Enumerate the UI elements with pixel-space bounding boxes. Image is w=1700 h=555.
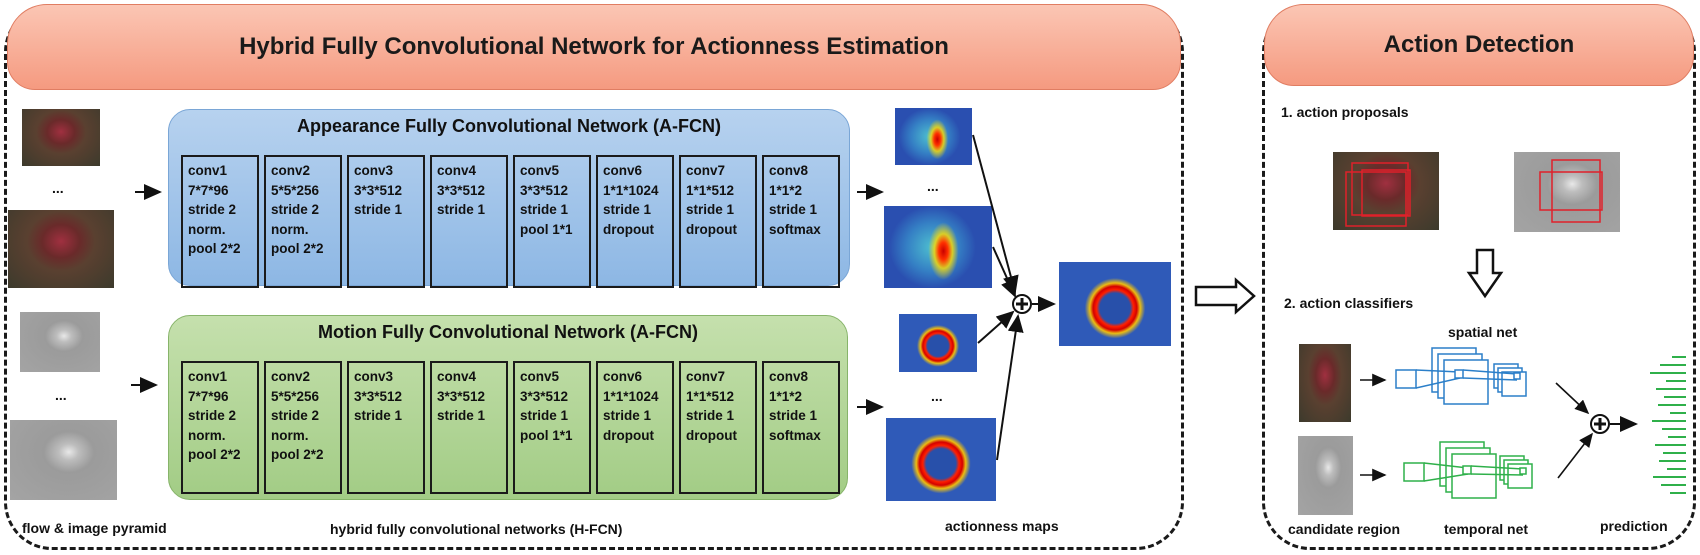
action-detection-title: Action Detection xyxy=(1383,31,1575,58)
prediction-bar xyxy=(1667,468,1686,470)
motion-map-small xyxy=(899,314,977,372)
prediction-bar xyxy=(1670,412,1686,414)
fused-actionness-map xyxy=(1059,262,1171,346)
prediction-bar xyxy=(1662,428,1686,430)
prediction-bar xyxy=(1664,396,1686,398)
action-detection-banner: Action Detection xyxy=(1264,4,1694,86)
m-conv8: conv8 1*1*2 stride 1 softmax xyxy=(762,361,840,494)
appearance-map-large xyxy=(884,206,992,288)
hfcn-title-banner: Hybrid Fully Convolutional Network for A… xyxy=(7,4,1181,90)
a-conv6: conv6 1*1*1024 stride 1 dropout xyxy=(596,155,674,288)
prediction-bar xyxy=(1650,372,1686,374)
a-conv2: conv2 5*5*256 stride 2 norm. pool 2*2 xyxy=(264,155,342,288)
mot-map-ellipsis: ... xyxy=(931,388,943,404)
prediction-bar xyxy=(1653,476,1686,478)
m-conv3: conv3 3*3*512 stride 1 xyxy=(347,361,425,494)
candidate-region-label: candidate region xyxy=(1288,521,1401,537)
appearance-fcn-title: Appearance Fully Convolutional Network (… xyxy=(296,116,722,136)
appearance-fcn: Appearance Fully Convolutional Network (… xyxy=(168,109,850,288)
arrow-map3-fusion xyxy=(977,310,1015,344)
flow-ellipsis: ... xyxy=(55,387,67,403)
prediction-bar xyxy=(1663,452,1686,454)
candidate-flow xyxy=(1298,436,1353,515)
motion-fcn-title: Motion Fully Convolutional Network (A-FC… xyxy=(318,322,698,342)
rgb-frame-small xyxy=(22,109,100,166)
flow-frame-large xyxy=(10,420,117,500)
prediction-bar xyxy=(1660,364,1686,366)
plus-circle-icon xyxy=(1012,294,1032,314)
m-conv2: conv2 5*5*256 stride 2 norm. pool 2*2 xyxy=(264,361,342,494)
m-conv1: conv1 7*7*96 stride 2 norm. pool 2*2 xyxy=(181,361,259,494)
m-conv7: conv7 1*1*512 stride 1 dropout xyxy=(679,361,757,494)
motion-fcn: Motion Fully Convolutional Network (A-FC… xyxy=(168,315,848,500)
prediction-label: prediction xyxy=(1600,518,1668,534)
m-conv4: conv4 3*3*512 stride 1 xyxy=(430,361,508,494)
temporal-net-label: temporal net xyxy=(1444,521,1529,537)
prediction-bar xyxy=(1659,460,1686,462)
hollow-down-arrow-icon xyxy=(1466,248,1504,299)
a-conv4: conv4 3*3*512 stride 1 xyxy=(430,155,508,288)
spatial-net-label: spatial net xyxy=(1448,324,1518,340)
a-conv7: conv7 1*1*512 stride 1 dropout xyxy=(679,155,757,288)
m-conv6: conv6 1*1*1024 stride 1 dropout xyxy=(596,361,674,494)
app-map-ellipsis: ... xyxy=(927,178,939,194)
prediction-bar xyxy=(1652,420,1686,422)
a-conv3: conv3 3*3*512 stride 1 xyxy=(347,155,425,288)
m-conv5: conv5 3*3*512 stride 1 pool 1*1 xyxy=(513,361,591,494)
prediction-bar xyxy=(1668,436,1686,438)
prediction-bar xyxy=(1656,388,1686,390)
spatial-net-diagram xyxy=(1395,347,1527,405)
proposal-boxes-flow xyxy=(1539,159,1603,223)
a-conv5: conv5 3*3*512 stride 1 pool 1*1 xyxy=(513,155,591,288)
arrow-map4-fusion xyxy=(996,314,1024,461)
arrow-map2-fusion xyxy=(992,246,1016,298)
prediction-bar xyxy=(1655,444,1686,446)
appearance-map-small xyxy=(895,108,972,165)
motion-map-large xyxy=(886,418,996,501)
proposal-rgb-frame xyxy=(1333,152,1439,230)
temporal-net-diagram xyxy=(1403,441,1533,499)
arrow-map1-fusion xyxy=(972,134,1019,294)
arrow-spatial-fusion xyxy=(1555,382,1590,415)
step2-label: 2. action classifiers xyxy=(1284,295,1414,311)
proposal-boxes-rgb xyxy=(1345,162,1411,227)
pyramid-label: flow & image pyramid xyxy=(22,520,167,536)
rgb-ellipsis: ... xyxy=(52,180,64,196)
step1-label: 1. action proposals xyxy=(1281,104,1409,120)
fusion-plus-icon xyxy=(1590,414,1610,434)
a-conv8: conv8 1*1*2 stride 1 softmax xyxy=(762,155,840,288)
maps-label: actionness maps xyxy=(945,518,1059,534)
prediction-bar xyxy=(1666,380,1686,382)
prediction-bar xyxy=(1658,404,1686,406)
hollow-right-arrow-icon xyxy=(1194,277,1256,315)
candidate-rgb xyxy=(1299,344,1351,422)
prediction-bar xyxy=(1672,356,1686,358)
hfcn-label: hybrid fully convolutional networks (H-F… xyxy=(330,521,623,537)
prediction-bar xyxy=(1661,484,1686,486)
rgb-frame-large xyxy=(8,210,114,288)
hfcn-title: Hybrid Fully Convolutional Network for A… xyxy=(239,33,949,60)
prediction-bar xyxy=(1670,492,1686,494)
flow-frame-small xyxy=(20,312,100,372)
a-conv1: conv1 7*7*96 stride 2 norm. pool 2*2 xyxy=(181,155,259,288)
arrow-temporal-fusion xyxy=(1557,432,1593,479)
